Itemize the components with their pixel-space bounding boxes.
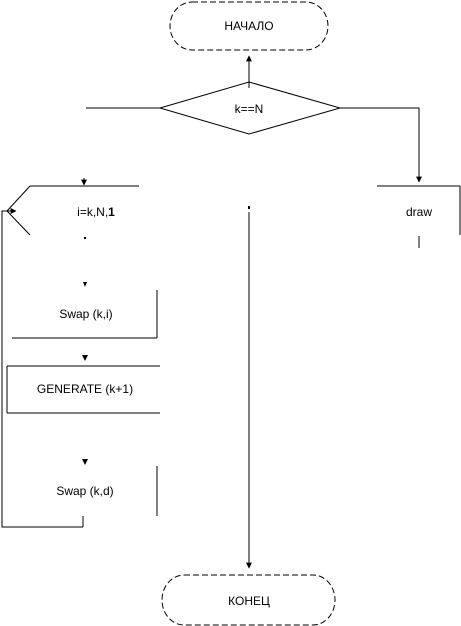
decision-diamond	[158, 81, 342, 135]
swap-kd-label: Swap (k,d)	[56, 484, 114, 498]
loop-label: i=k,N,1	[77, 206, 115, 218]
loop-return-line	[1, 208, 83, 528]
arrow-to-swap-kd	[82, 459, 88, 465]
swap-ki-label: Swap (k,i)	[59, 307, 113, 321]
decision-right-line	[340, 107, 422, 183]
arrow-to-draw-dot	[417, 177, 421, 181]
condition-label: k==N	[234, 102, 264, 116]
loop-dot	[84, 237, 86, 239]
loop-label-step: 1	[108, 205, 115, 219]
arrow-to-generate	[82, 355, 88, 361]
start-label: НАЧАЛО	[224, 19, 274, 33]
main-line-start-dot	[248, 206, 250, 209]
loop-label-prefix: i=k,N,	[77, 205, 109, 219]
arrow-to-swap-ki	[83, 282, 87, 287]
end-terminator	[161, 574, 336, 626]
start-terminator	[169, 1, 329, 51]
generate-label: GENERATE (k+1)	[36, 382, 134, 396]
draw-label: draw	[405, 205, 433, 219]
end-label: КОНЕЦ	[228, 594, 270, 608]
